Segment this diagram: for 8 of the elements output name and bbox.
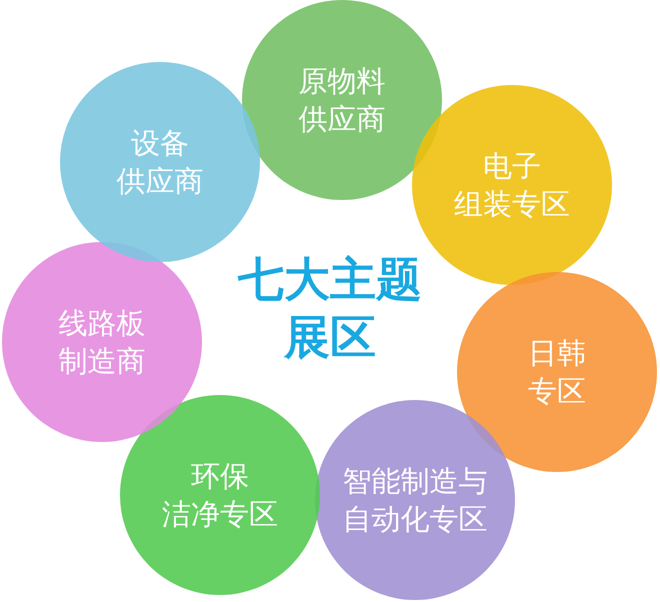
circle-label: 电子组装专区	[454, 148, 570, 223]
circle-label: 线路板制造商	[58, 305, 146, 380]
circle-label: 环保洁净专区	[162, 458, 278, 533]
circle-label: 智能制造与自动化专区	[342, 463, 488, 538]
circle-label: 原物料供应商	[298, 63, 386, 138]
circle-label: 设备供应商	[116, 125, 204, 200]
circle-label: 日韩专区	[528, 335, 586, 410]
title: 七大主题展区	[236, 251, 423, 366]
